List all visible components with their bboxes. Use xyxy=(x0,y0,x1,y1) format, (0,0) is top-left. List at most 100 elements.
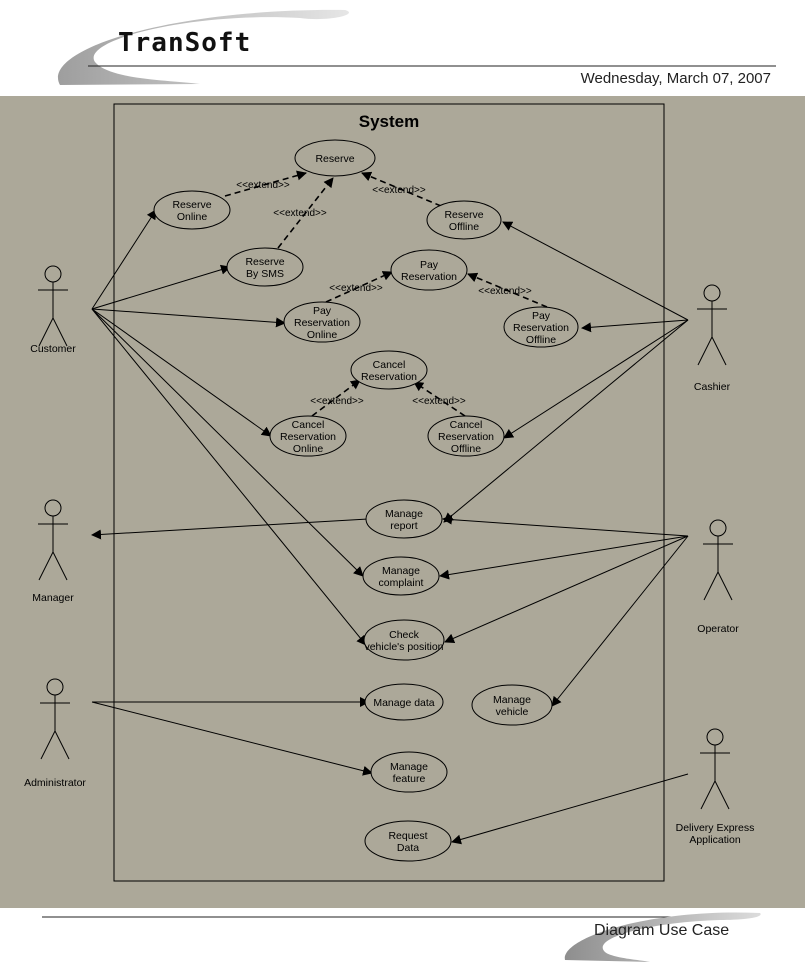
page-footer: Diagram Use Case xyxy=(0,908,805,964)
extend-label-cancel-offline: <<extend>> xyxy=(412,396,466,407)
actor-label: Application xyxy=(689,834,741,846)
extend-reserve-offline xyxy=(361,171,442,207)
assoc-operator-manage-vehicle xyxy=(551,535,689,707)
use-case-label: Offline xyxy=(449,221,479,233)
assoc-customer-manage-complaint xyxy=(91,308,364,577)
use-case-label: vehicle's position xyxy=(364,641,443,653)
actor-label: Manager xyxy=(32,592,74,604)
actor-label: Customer xyxy=(30,343,76,355)
use-case-label: Check xyxy=(389,629,420,641)
use-case-label: Manage data xyxy=(373,697,434,709)
use-case-label: feature xyxy=(393,773,426,785)
extend-label-reserve-sms: <<extend>> xyxy=(273,208,327,219)
actor-label: Administrator xyxy=(24,777,86,789)
assoc-customer-check-position xyxy=(91,308,367,646)
actor-label: Operator xyxy=(697,623,739,635)
assoc-operator-manage-complaint xyxy=(439,535,689,580)
actor-administrator: Administrator xyxy=(24,678,86,789)
system-label: System xyxy=(359,112,419,131)
use-case-label: Request xyxy=(388,830,427,842)
assoc-report-manager xyxy=(91,518,369,540)
diagram-title: Diagram Use Case xyxy=(594,922,730,939)
extend-reserve-online xyxy=(224,170,307,197)
page-header: TranSoft Wednesday, March 07, 2007 xyxy=(0,0,805,96)
actor-customer: Customer xyxy=(30,265,76,355)
extend-label-cancel-online: <<extend>> xyxy=(310,396,364,407)
assoc-customer-reserve-sms xyxy=(91,264,231,310)
use-case-label: Reservation xyxy=(361,371,417,383)
assoc-operator-check-position xyxy=(444,535,689,643)
use-case-label: report xyxy=(390,520,418,532)
use-case-diagram: System <<extend>> <<extend>> <<extend>> <<e… xyxy=(24,103,755,882)
assoc-customer-cancel-online xyxy=(91,308,272,437)
use-case-label: Reserve xyxy=(315,153,354,165)
use-case-label: Pay xyxy=(532,310,551,322)
brand-swoosh-graphic xyxy=(57,9,776,85)
system-boundary xyxy=(113,103,665,882)
use-case-label: Offline xyxy=(451,443,481,455)
actor-operator: Operator xyxy=(697,519,739,635)
brand-logo-text: TranSoft xyxy=(118,28,252,58)
use-case-label: Cancel xyxy=(373,359,406,371)
actor-cashier: Cashier xyxy=(694,284,731,393)
extend-label-pay-online: <<extend>> xyxy=(329,283,383,294)
extend-cancel-online xyxy=(311,379,361,417)
use-case-label: Reservation xyxy=(438,431,494,443)
use-case-label: Reserve xyxy=(444,209,483,221)
actor-manager: Manager xyxy=(32,499,74,604)
use-case-label: Offline xyxy=(526,334,556,346)
use-case-label: Online xyxy=(177,211,208,223)
use-case-label: Reserve xyxy=(245,256,284,268)
assoc-cashier-cancel-offline xyxy=(503,319,689,439)
use-case-label: Manage xyxy=(390,761,428,773)
extend-cancel-offline xyxy=(413,381,466,417)
use-case-label: Online xyxy=(307,329,338,341)
extend-reserve-sms xyxy=(277,177,334,249)
use-case-label: Cancel xyxy=(292,419,325,431)
extend-label-reserve-online: <<extend>> xyxy=(236,180,290,191)
use-case-label: Reservation xyxy=(513,322,569,334)
use-case-label: Manage xyxy=(382,565,420,577)
use-case-label: complaint xyxy=(379,577,424,589)
footer-swoosh-graphic xyxy=(42,912,761,962)
assoc-cashier-reserve-offline xyxy=(502,221,689,321)
use-case-reserve: Reserve xyxy=(294,139,376,177)
actor-label: Delivery Express xyxy=(676,822,755,834)
use-case-label: Reserve xyxy=(172,199,211,211)
use-case-manage-data: Manage data xyxy=(364,683,444,721)
use-case-label: Cancel xyxy=(450,419,483,431)
use-case-label: Reservation xyxy=(401,271,457,283)
use-case-label: Pay xyxy=(420,259,439,271)
extend-label-reserve-offline: <<extend>> xyxy=(372,185,426,196)
header-date: Wednesday, March 07, 2007 xyxy=(580,70,771,87)
use-case-label: Reservation xyxy=(294,317,350,329)
assoc-delivery-request-data xyxy=(451,773,689,845)
use-case-label: Manage xyxy=(493,694,531,706)
assoc-customer-pay-online xyxy=(91,308,286,328)
assoc-cashier-pay-offline xyxy=(581,319,689,333)
use-case-label: Pay xyxy=(313,305,332,317)
assoc-operator-manage-report xyxy=(442,514,689,537)
diagram-canvas: System <<extend>> <<extend>> <<extend>> <<e… xyxy=(0,96,805,908)
extend-pay-online xyxy=(325,271,393,303)
assoc-admin-manage-feature xyxy=(91,701,373,776)
use-case-label: Data xyxy=(397,842,419,854)
extend-pay-offline xyxy=(467,272,548,308)
actor-label: Cashier xyxy=(694,381,731,393)
assoc-cashier-manage-report xyxy=(443,319,689,523)
use-case-label: By SMS xyxy=(246,268,284,280)
